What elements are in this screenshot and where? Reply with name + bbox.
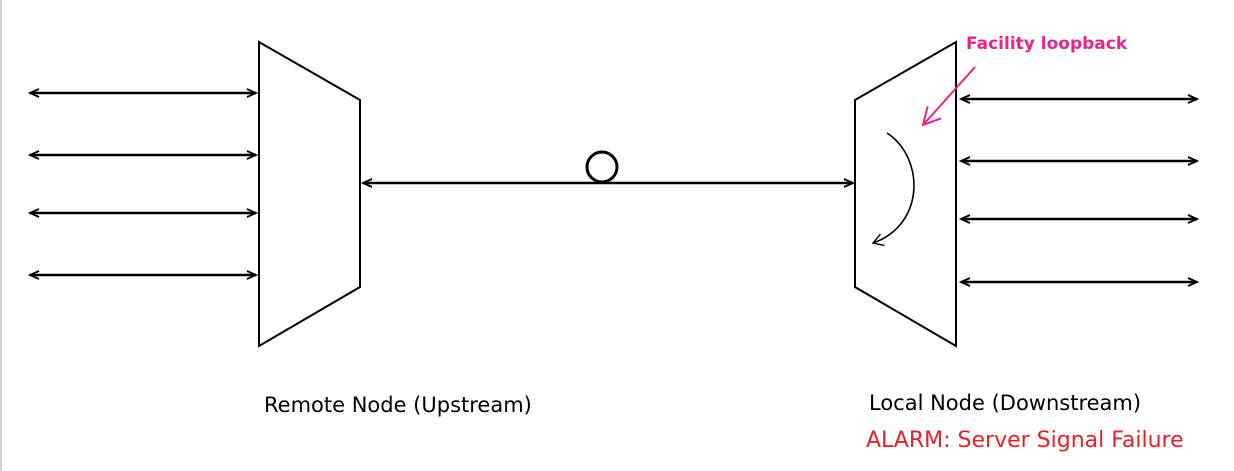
- loopback-arrow-icon: [871, 132, 915, 247]
- local-node-label: Local Node (Downstream): [869, 391, 1142, 415]
- facility-loopback-label: Facility loopback: [966, 34, 1128, 54]
- alarm-text: ALARM: Server Signal Failure: [866, 428, 1184, 453]
- remote-node-mux: [258, 40, 361, 348]
- remote-node-label: Remote Node (Upstream): [264, 393, 532, 417]
- local-node-mux: [854, 40, 957, 348]
- loopback-pointer-arrow: [921, 66, 976, 127]
- left-border: [0, 0, 2, 471]
- fiber-spool-icon: [585, 150, 619, 184]
